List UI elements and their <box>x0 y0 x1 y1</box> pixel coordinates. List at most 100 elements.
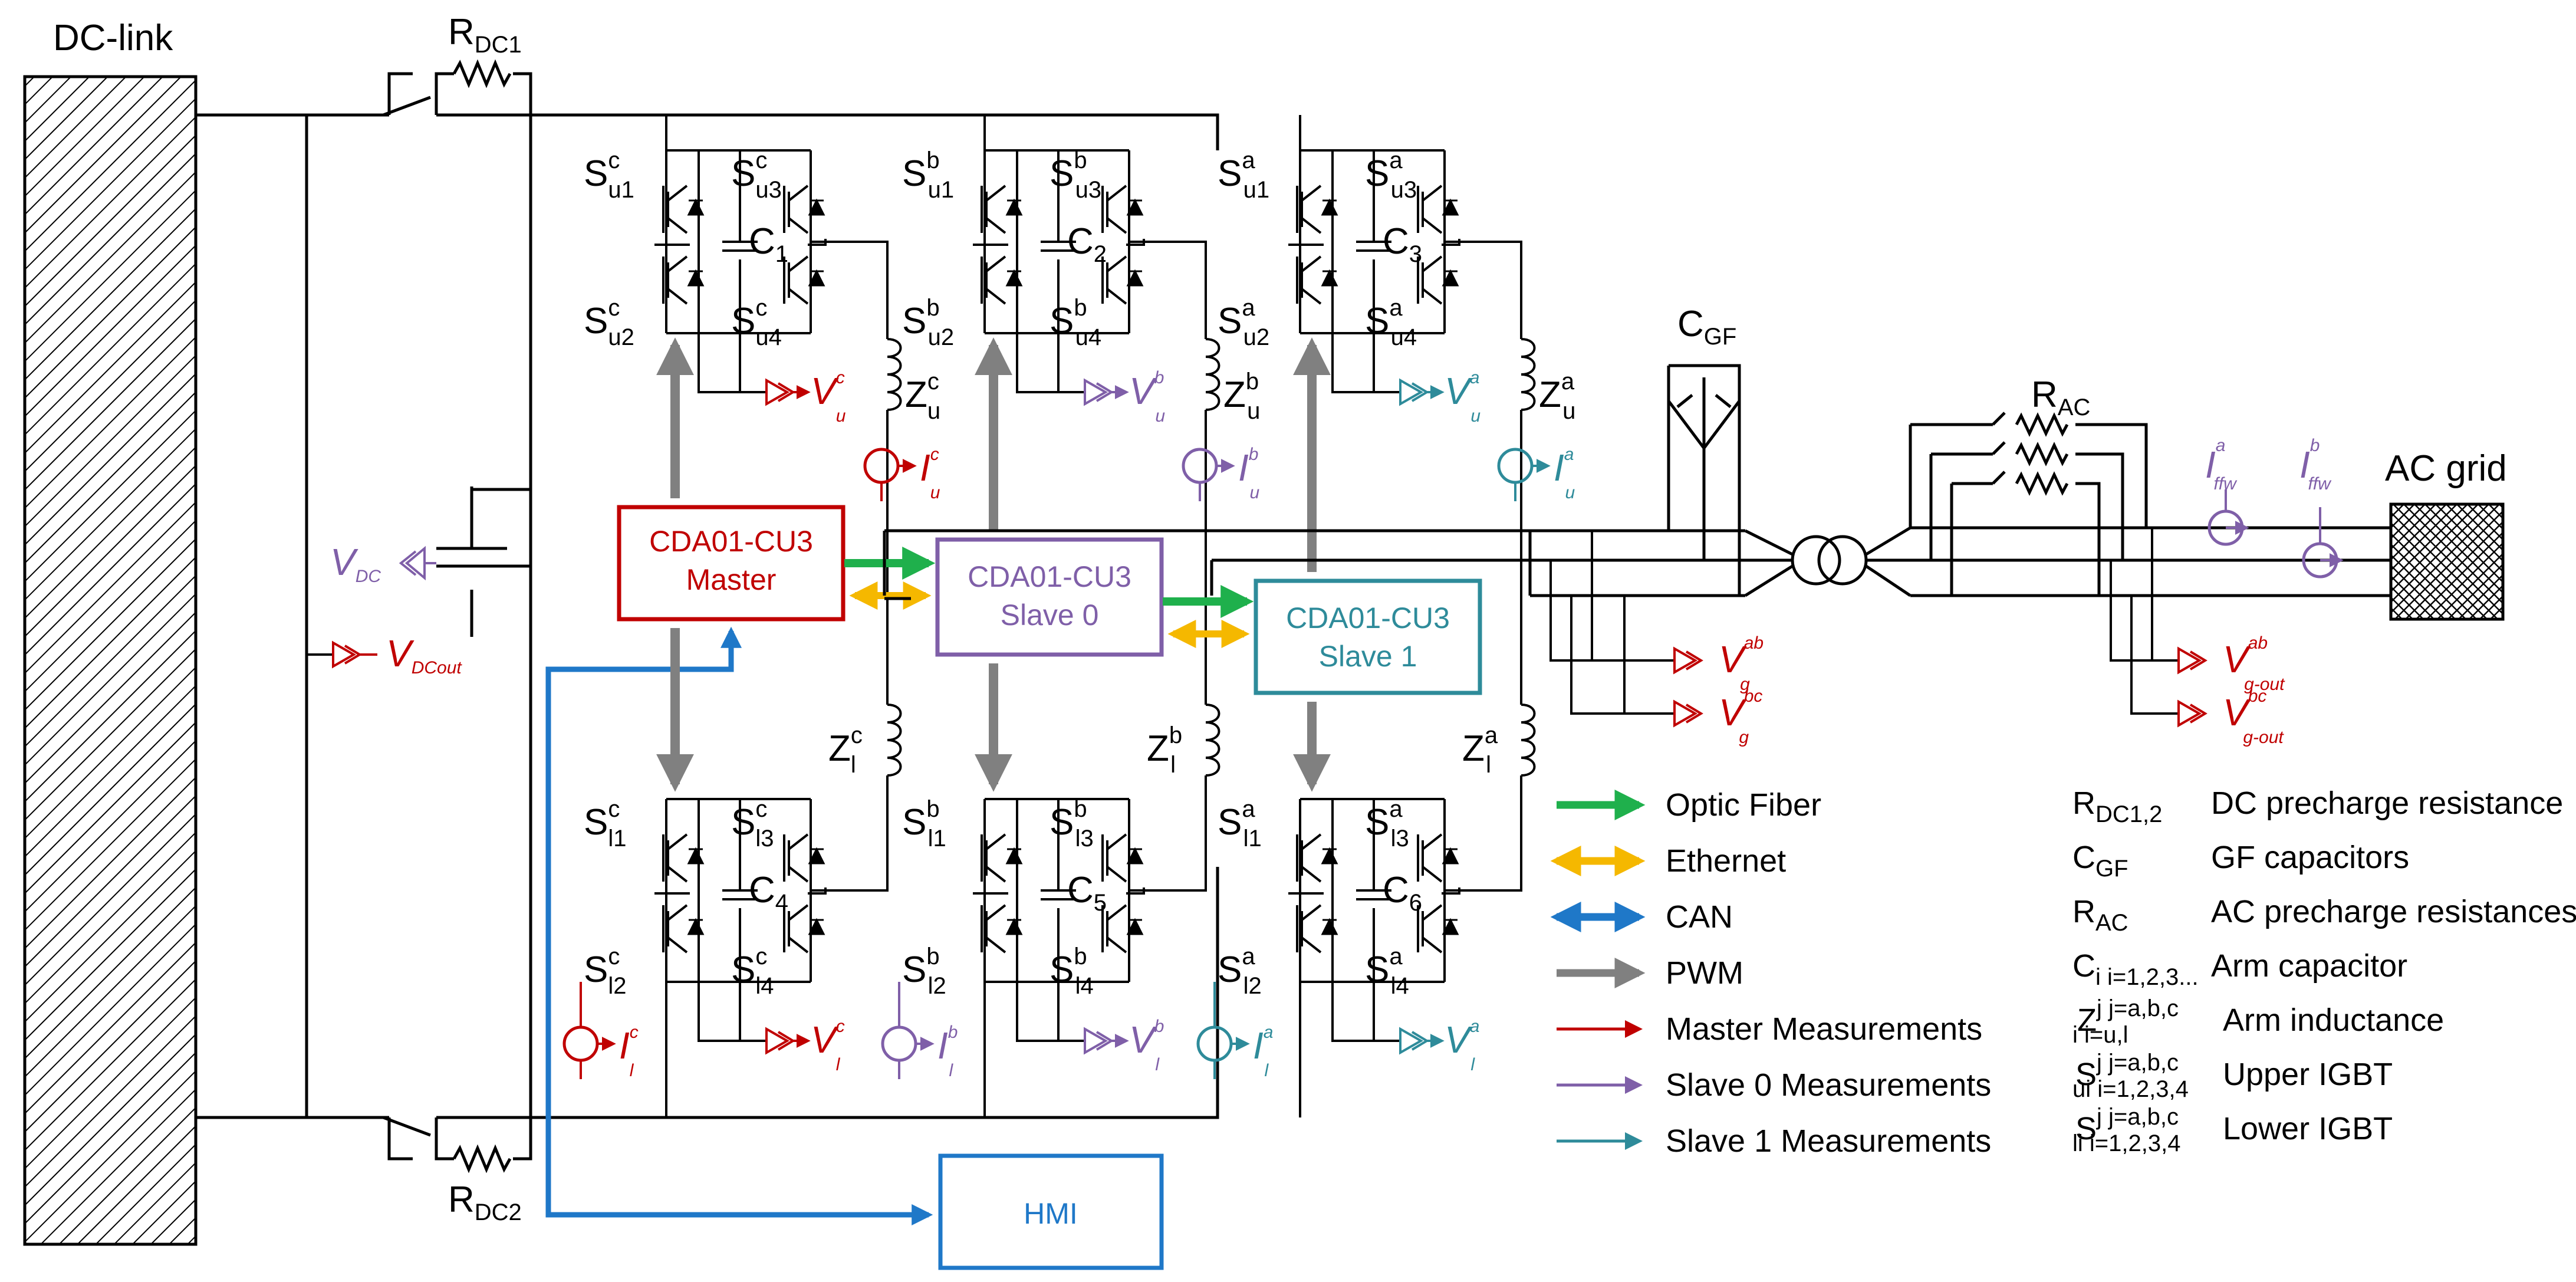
svg-text:RAC: RAC <box>2031 374 2090 420</box>
svg-text:HMI: HMI <box>1024 1197 1078 1230</box>
legend-symbol-desc: Arm capacitor <box>2211 948 2407 984</box>
legend-symbol-desc: AC precharge resistances <box>2211 894 2576 929</box>
legend-link-label: Slave 1 Measurements <box>1666 1123 1991 1159</box>
svg-text:VDC: VDC <box>330 541 381 586</box>
svg-text:Zj j=a,b,ci i=u,l: Zj j=a,b,ci i=u,l <box>2072 995 2179 1048</box>
legend-link-label: Ethernet <box>1666 843 1786 879</box>
capacitor-label-b-l: C5 <box>1067 870 1107 916</box>
rdc1-precharge: RDC1 <box>383 12 532 117</box>
legend-link-label: Master Measurements <box>1666 1011 1982 1047</box>
legend-symbol-entry: Ci i=1,2,3... Arm capacitor <box>2072 948 2407 990</box>
master-controller[interactable]: CDA01-CU3 Master <box>617 505 845 622</box>
legend-symbol-desc: Upper IGBT <box>2223 1057 2393 1092</box>
svg-text:Slave 0: Slave 0 <box>1001 599 1099 632</box>
phase-output-lines <box>883 529 1745 600</box>
svg-text:CGF: CGF <box>2072 840 2128 882</box>
capacitor-label-a-l: C6 <box>1383 870 1422 916</box>
legend-link-label: CAN <box>1666 899 1733 935</box>
legend-link-entry: Ethernet <box>1550 843 1786 879</box>
slave1-controller[interactable]: CDA01-CU3 Slave 1 <box>1254 578 1482 695</box>
svg-text:CDA01-CU3: CDA01-CU3 <box>968 560 1131 593</box>
legend-link-entry: CAN <box>1550 899 1733 935</box>
svg-text:CDA01-CU3: CDA01-CU3 <box>1286 601 1450 635</box>
rdc2-precharge: RDC2 <box>383 1116 532 1225</box>
legend-link-entry: Optic Fiber <box>1557 787 1821 823</box>
svg-text:RDC1,2: RDC1,2 <box>2072 785 2162 827</box>
svg-text:RDC2: RDC2 <box>448 1179 522 1225</box>
legend-link-label: PWM <box>1666 955 1743 991</box>
legend-link-entry: Slave 0 Measurements <box>1557 1067 1991 1103</box>
grid-lines <box>1910 526 2391 597</box>
svg-text:CDA01-CU3: CDA01-CU3 <box>649 525 813 558</box>
rac-precharge: RAC <box>1909 374 2148 596</box>
legend-link-entry: PWM <box>1557 955 1743 991</box>
svg-text:Slave 1: Slave 1 <box>1319 640 1417 673</box>
svg-text:RDC1: RDC1 <box>448 12 522 58</box>
legend-symbol-entry: CGF GF capacitors <box>2072 840 2409 882</box>
svg-text:Sj j=a,b,cli i=1,2,3,4: Sj j=a,b,cli i=1,2,3,4 <box>2072 1104 2180 1156</box>
ac-grid: AC grid <box>2385 448 2507 621</box>
dc-bus-bottom <box>196 867 1219 1119</box>
hmi-box[interactable]: HMI <box>938 1153 1164 1270</box>
slave0-controller[interactable]: CDA01-CU3 Slave 0 <box>935 537 1164 657</box>
dc-link-block <box>23 75 198 1246</box>
legend-symbol-desc: Arm inductance <box>2223 1002 2444 1038</box>
svg-text:Ci i=1,2,3...: Ci i=1,2,3... <box>2072 948 2199 990</box>
legend-link-label: Optic Fiber <box>1666 787 1821 823</box>
legend-symbol-desc: GF capacitors <box>2211 840 2409 875</box>
legend-link-entry: Slave 1 Measurements <box>1557 1123 1991 1159</box>
dc-capacitor <box>436 486 531 637</box>
vdcout-measurement: VDCout <box>305 632 462 678</box>
svg-text:AC grid: AC grid <box>2385 448 2507 489</box>
svg-text:VDCout: VDCout <box>386 632 462 678</box>
